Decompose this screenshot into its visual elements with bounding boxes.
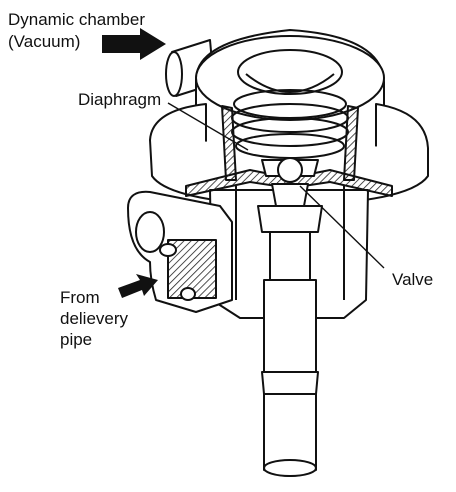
- diaphragm-leader: [167, 102, 249, 151]
- valve-leader: [299, 185, 385, 269]
- delievery-label: delievery: [60, 309, 129, 328]
- valve-label: Valve: [392, 270, 434, 289]
- diaphragm-label: Diaphragm: [78, 90, 162, 109]
- from-label: From: [60, 288, 100, 307]
- pipe-label: pipe: [60, 330, 93, 349]
- vacuum-label: (Vacuum): [8, 32, 81, 51]
- dynamic-chamber-label: Dynamic chamber: [8, 10, 145, 29]
- vacuum-arrow-icon: [102, 28, 166, 60]
- upper-chamber: [195, 29, 385, 183]
- valve-assembly: [261, 157, 319, 207]
- inlet-arrow-icon: [118, 274, 158, 298]
- outlet-tube: [257, 205, 323, 477]
